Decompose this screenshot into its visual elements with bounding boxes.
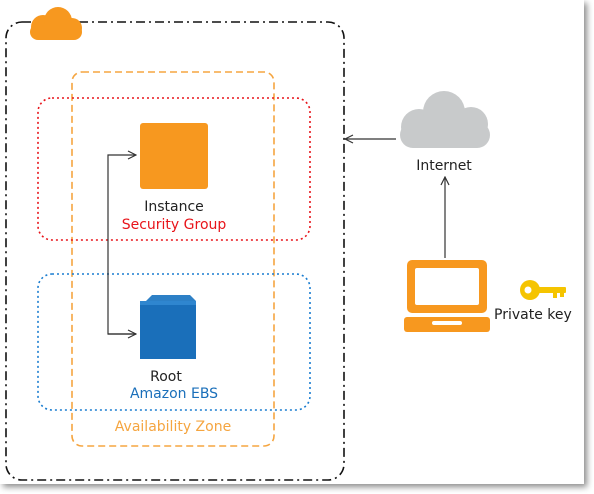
availability-zone-box: [71, 71, 275, 447]
ebs-box: [37, 273, 311, 411]
instance-label: Instance: [144, 199, 204, 215]
security-group-label: Security Group: [121, 217, 227, 233]
ebs-volume-icon: [140, 295, 196, 359]
instance-icon: [140, 123, 208, 189]
availability-zone-label: Availability Zone: [114, 419, 232, 435]
laptop-icon: [404, 260, 490, 332]
ebs-type-label: Amazon EBS: [129, 386, 219, 402]
diagram-frame: [0, 0, 584, 484]
security-group-box: [37, 97, 311, 241]
aws-region-boundary: [5, 21, 345, 481]
private-key-label: Private key: [494, 307, 572, 323]
internet-cloud-icon: [400, 91, 490, 148]
internet-label: Internet: [416, 158, 472, 174]
key-icon: [520, 280, 566, 300]
aws-cloud-icon: [30, 7, 82, 40]
ebs-instance-connector: [107, 155, 136, 334]
ebs-root-label: Root: [150, 369, 182, 385]
